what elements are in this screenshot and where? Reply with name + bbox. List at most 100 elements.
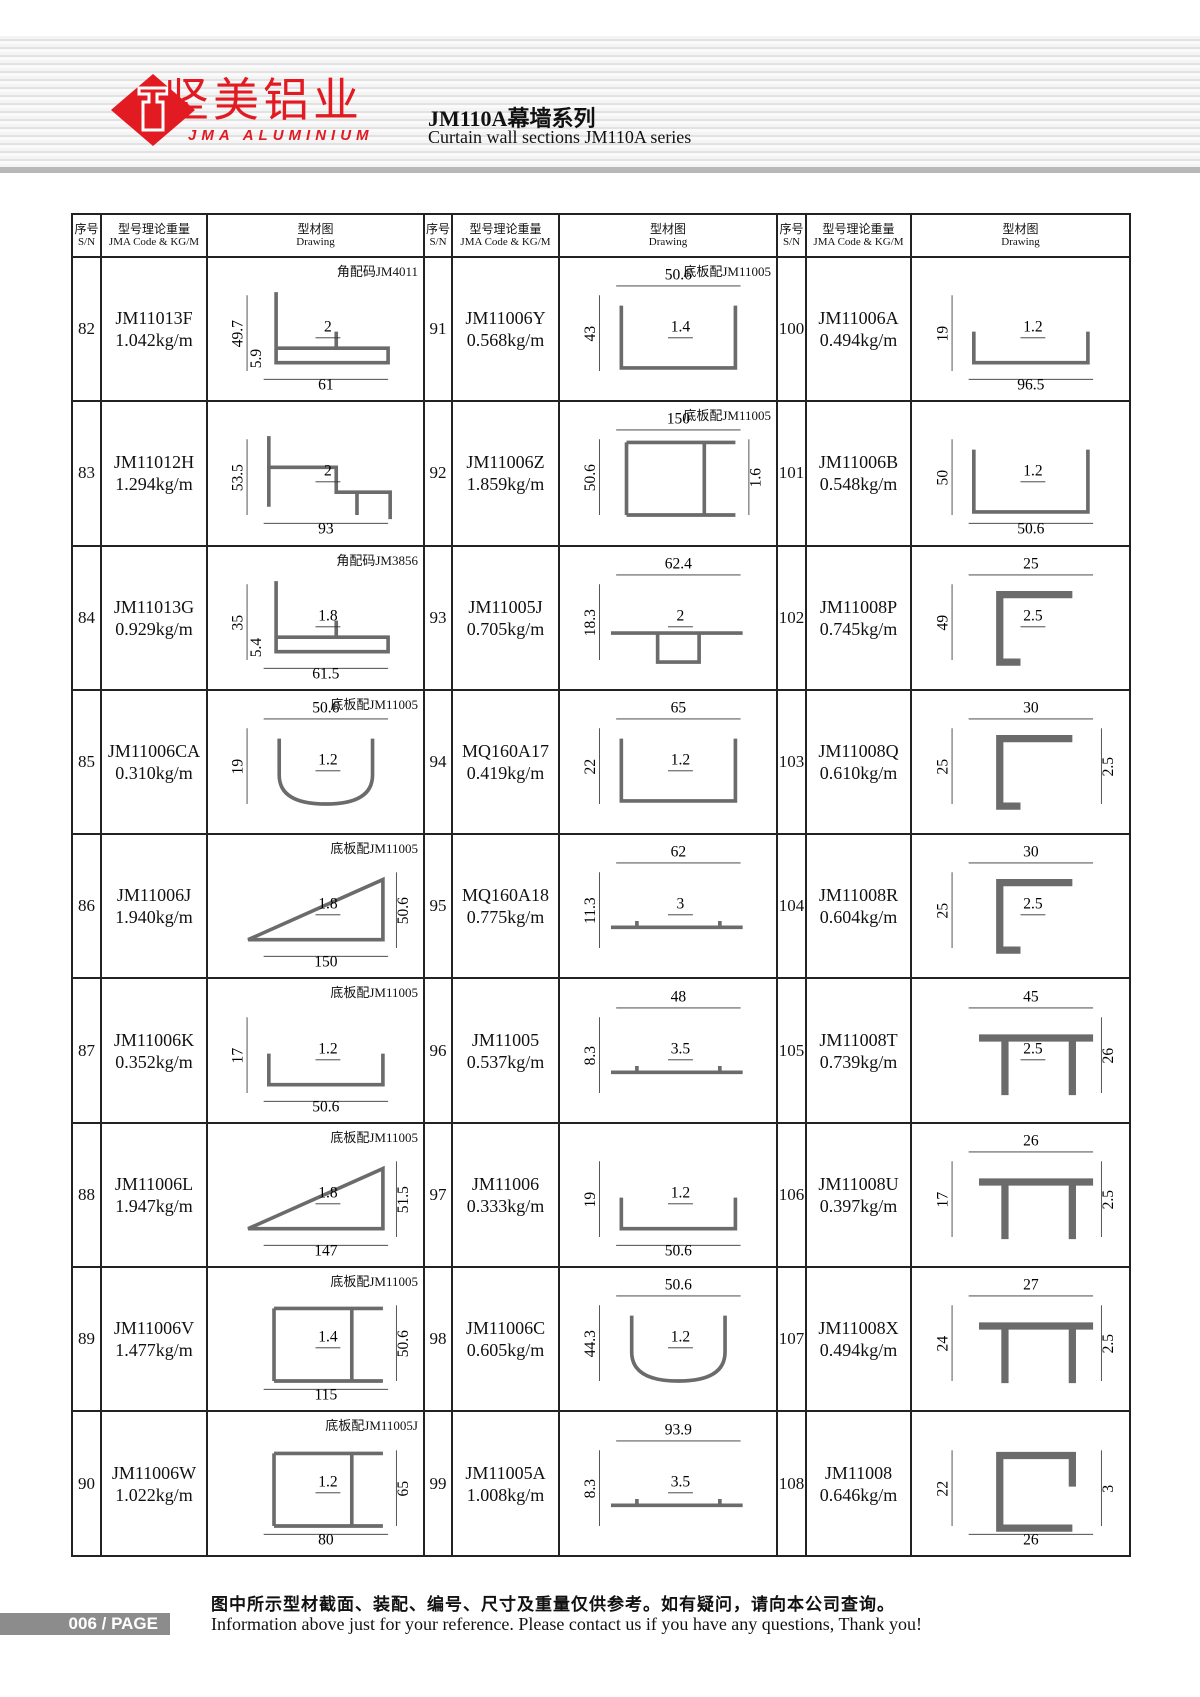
serial-number: 92 bbox=[423, 400, 453, 547]
dimension-label: 50.6 bbox=[665, 1277, 692, 1294]
dimension-label: 22 bbox=[934, 1480, 951, 1496]
profile-section bbox=[610, 1498, 743, 1507]
profile-section bbox=[610, 921, 743, 930]
dimension-label: 147 bbox=[314, 1243, 338, 1260]
profile-section bbox=[979, 1034, 1094, 1095]
profile-section bbox=[979, 1322, 1094, 1384]
dimension-label: 45 bbox=[1023, 988, 1039, 1005]
dimension-label: 50.6 bbox=[582, 464, 599, 491]
dimension-label: 1.8 bbox=[318, 896, 338, 913]
profile-code: JM11006L bbox=[114, 1173, 194, 1194]
serial-number: 87 bbox=[71, 977, 102, 1124]
profile-code: MQ160A18 bbox=[461, 885, 549, 906]
footer-note-en: Information above just for your referenc… bbox=[211, 1614, 922, 1634]
profile-weight: 0.310kg/m bbox=[115, 763, 193, 784]
serial-number: 104 bbox=[776, 833, 807, 980]
dimension-label: 5.9 bbox=[248, 349, 265, 369]
assembly-note: 底板配JM11005 bbox=[330, 696, 418, 712]
dimension-label: 2.5 bbox=[1023, 1040, 1043, 1057]
dimension-label: 1.6 bbox=[748, 468, 765, 488]
dimension-label: 3.5 bbox=[671, 1040, 691, 1057]
profile-section bbox=[972, 450, 1090, 515]
dimension-label: 115 bbox=[314, 1387, 337, 1404]
profile-section bbox=[267, 1053, 385, 1087]
serial-number: 93 bbox=[423, 544, 453, 691]
dimension-label: 19 bbox=[582, 1192, 599, 1208]
header-sn-cn: 序号 bbox=[74, 221, 99, 236]
profile-weight: 0.775kg/m bbox=[466, 907, 545, 928]
page-subtitle: Curtain wall sections JM110A series bbox=[428, 127, 692, 147]
profile-weight: 0.494kg/m bbox=[819, 330, 898, 351]
dimension-label: 25 bbox=[1023, 555, 1039, 572]
dimension-label: 80 bbox=[318, 1531, 334, 1548]
dimension-label: 25 bbox=[934, 903, 951, 919]
profile-code: JM11008P bbox=[819, 596, 898, 617]
header-sn-en: S/N bbox=[782, 235, 801, 248]
dimension-label: 18.3 bbox=[582, 609, 599, 636]
dimension-label: 65 bbox=[395, 1480, 412, 1496]
dimension-label: 50.6 bbox=[395, 1330, 412, 1357]
header-sn-en: S/N bbox=[77, 235, 96, 248]
header-drawing-cn: 型材图 bbox=[297, 221, 334, 236]
serial-number: 108 bbox=[776, 1410, 807, 1557]
profile-weight: 0.610kg/m bbox=[819, 763, 898, 784]
dimension-label: 150 bbox=[314, 954, 338, 971]
profile-section bbox=[972, 331, 1090, 365]
profile-code: JM11006B bbox=[818, 452, 899, 473]
dimension-label: 25 bbox=[934, 759, 951, 775]
header-sn-cn: 序号 bbox=[425, 221, 450, 236]
serial-number: 107 bbox=[776, 1266, 807, 1413]
profile-section bbox=[274, 580, 390, 654]
header-drawing-en: Drawing bbox=[296, 235, 335, 248]
profile-code: JM11005J bbox=[468, 596, 543, 617]
profile-section bbox=[247, 1165, 385, 1231]
dimension-label: 43 bbox=[582, 326, 599, 342]
dimension-label: 3.5 bbox=[671, 1473, 691, 1490]
dimension-label: 2.5 bbox=[1100, 757, 1117, 777]
profile-weight: 1.477kg/m bbox=[115, 1340, 193, 1361]
dimension-label: 150 bbox=[667, 411, 691, 428]
profile-weight: 1.947kg/m bbox=[115, 1195, 193, 1216]
header-code-en: JMA Code & KG/M bbox=[108, 235, 200, 248]
dimension-label: 24 bbox=[934, 1336, 951, 1352]
serial-number: 95 bbox=[423, 833, 453, 980]
profile-weight: 0.605kg/m bbox=[466, 1340, 545, 1361]
profile-weight: 0.705kg/m bbox=[466, 618, 545, 639]
dimension-label: 49 bbox=[934, 614, 951, 630]
header-code-cn: 型号理论重量 bbox=[822, 221, 895, 236]
profile-code: JM11006C bbox=[465, 1318, 546, 1339]
serial-number: 103 bbox=[776, 688, 807, 836]
profile-weight: 0.739kg/m bbox=[819, 1051, 898, 1072]
assembly-note: 底板配JM11005 bbox=[330, 841, 418, 857]
dimension-label: 1.2 bbox=[318, 752, 337, 769]
dimension-label: 49.7 bbox=[229, 320, 246, 347]
dimension-label: 3 bbox=[1100, 1484, 1117, 1492]
dimension-label: 3 bbox=[677, 896, 685, 913]
page-title: JM110A幕墙系列 bbox=[428, 106, 596, 131]
profile-code: JM11008T bbox=[819, 1029, 898, 1050]
